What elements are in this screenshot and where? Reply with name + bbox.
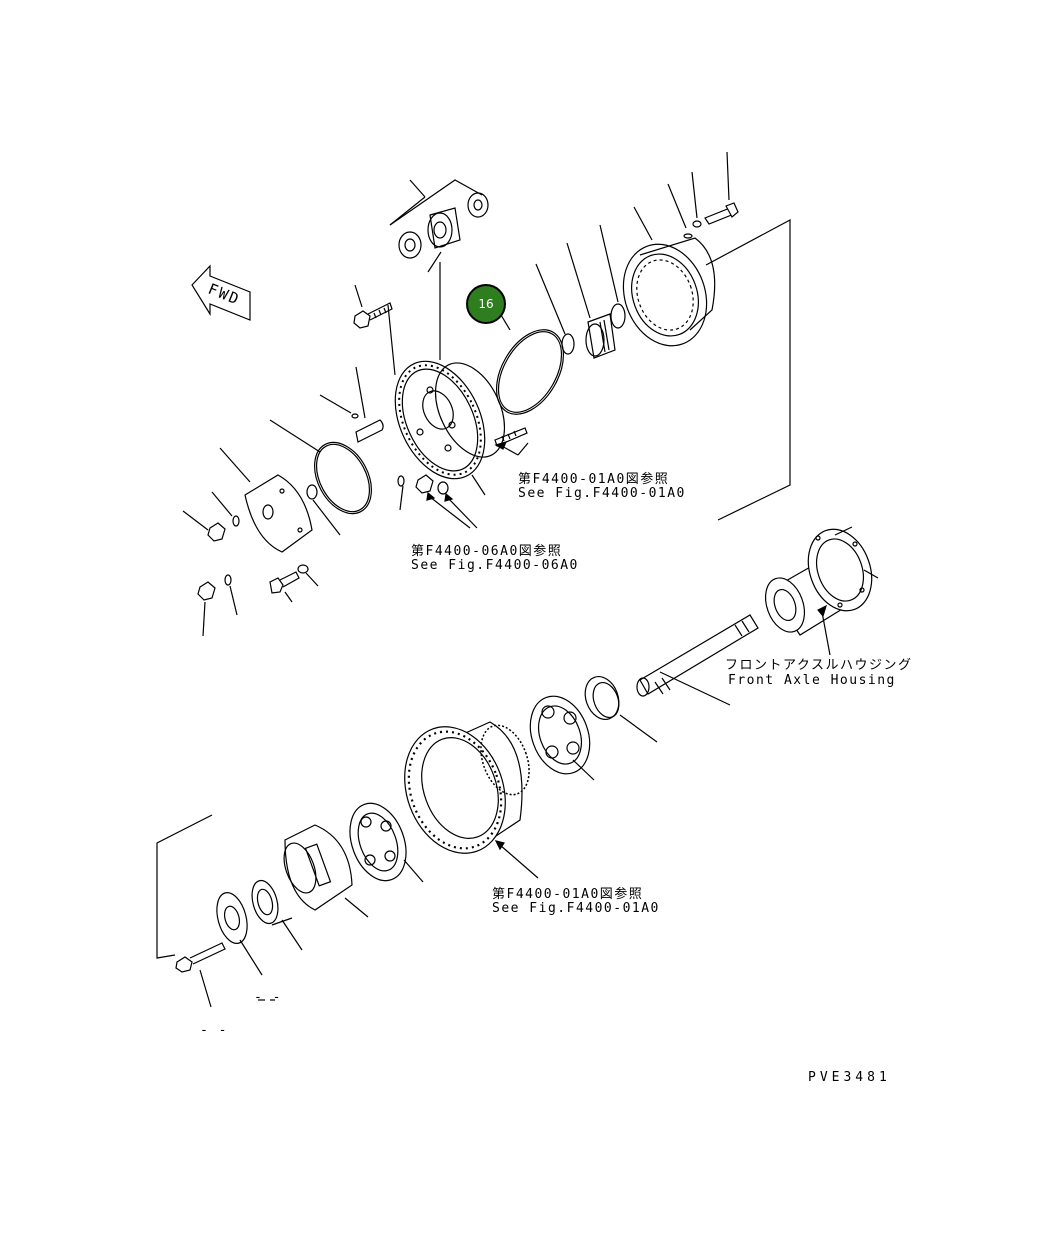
fwd-arrow-icon: FWD xyxy=(192,266,250,320)
stud-part xyxy=(495,428,527,446)
bolt-part xyxy=(354,303,392,328)
axle-housing-part xyxy=(759,520,883,637)
reference-label-2-en[interactable]: See Fig.F4400-06A0 xyxy=(411,558,579,573)
dash-mark-1: - - xyxy=(254,990,282,1005)
thrust-washer-part xyxy=(611,304,625,328)
retainer-plate-part xyxy=(285,825,352,910)
o-ring-part xyxy=(483,318,577,426)
axle-shaft-part xyxy=(637,615,758,696)
reference-label-3-jp: 第F4400-01A0図参照 xyxy=(492,887,644,902)
housing-label-en: Front Axle Housing xyxy=(728,673,896,688)
wheel-hub-part xyxy=(388,713,538,868)
cover-plate-part xyxy=(245,475,312,552)
shim-part xyxy=(248,878,283,927)
planetary-carrier-part xyxy=(378,347,519,493)
roller-bearing-part xyxy=(520,688,600,782)
reference-label-2-jp: 第F4400-06A0図参照 xyxy=(411,544,563,559)
lock-plate-part xyxy=(212,889,253,946)
reference-label-3-en[interactable]: See Fig.F4400-01A0 xyxy=(492,901,660,916)
washer-part xyxy=(693,221,701,227)
snap-ring-part xyxy=(562,334,574,354)
bearing-pair-part xyxy=(399,193,488,258)
bolt-part-4 xyxy=(176,943,225,972)
reference-label-1-en[interactable]: See Fig.F4400-01A0 xyxy=(518,486,686,501)
reference-label-1-jp: 第F4400-01A0図参照 xyxy=(518,472,670,487)
dash-mark-2: - - xyxy=(200,1023,228,1038)
bolt-part-3 xyxy=(270,572,299,593)
drawing-code: PVE3481 xyxy=(808,1070,891,1085)
bolt-part-2 xyxy=(705,203,738,224)
callout-16-badge[interactable]: 16 xyxy=(466,284,506,324)
roller-bearing-part-2 xyxy=(340,796,416,889)
ring-gear-part xyxy=(610,232,721,357)
housing-label-jp: フロントアクスルハウジング xyxy=(725,658,913,673)
oil-seal-part xyxy=(579,672,624,724)
